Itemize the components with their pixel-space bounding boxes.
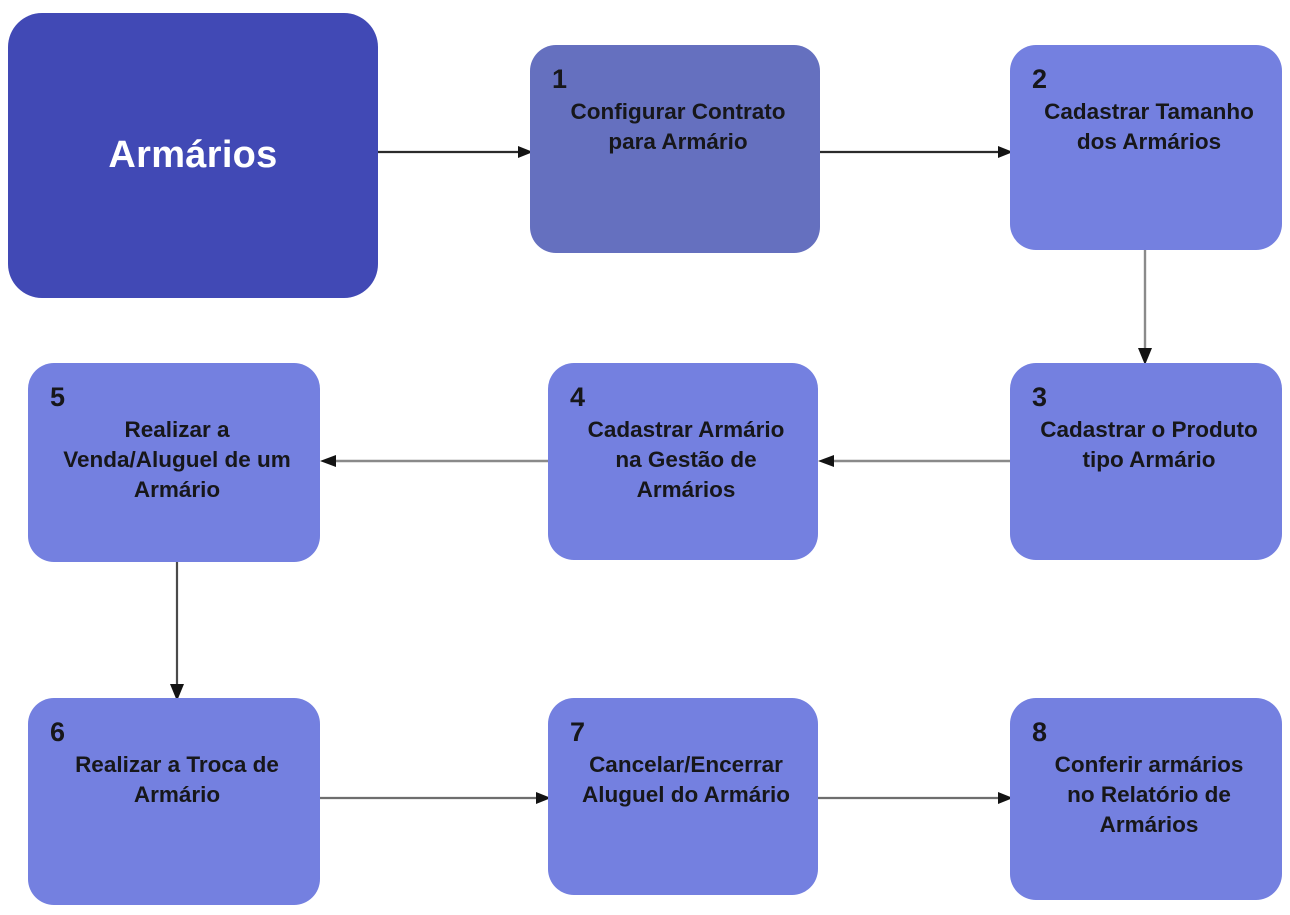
connector-1-to-2 — [818, 138, 1014, 166]
node-armarios-root[interactable]: Armários — [8, 13, 378, 298]
node-step-8[interactable]: 8 Conferir armários no Relatório de Armá… — [1010, 698, 1282, 900]
step-number-2: 2 — [1032, 64, 1048, 94]
step-label-7: Cancelar/Encerrar Aluguel do Armário — [582, 752, 790, 808]
node-step-4[interactable]: 4 Cadastrar Armário na Gestão de Armário… — [548, 363, 818, 560]
step-number-7: 7 — [570, 717, 586, 747]
step-number-6: 6 — [50, 717, 66, 747]
step-label-3: Cadastrar o Produto tipo Armário — [1040, 417, 1258, 473]
step-label-8: Conferir armários no Relatório de Armári… — [1054, 752, 1244, 838]
node-step-1[interactable]: 1 Configurar Contrato para Armário — [530, 45, 820, 253]
connector-6-to-7 — [318, 784, 552, 812]
root-node-label: Armários — [108, 133, 278, 176]
step-label-1: Configurar Contrato para Armário — [570, 99, 786, 155]
step-label-4: Cadastrar Armário na Gestão de Armários — [587, 417, 785, 503]
node-step-6[interactable]: 6 Realizar a Troca de Armário — [28, 698, 320, 905]
step-label-2: Cadastrar Tamanho dos Armários — [1044, 99, 1254, 155]
step-label-6: Realizar a Troca de Armário — [75, 752, 279, 808]
connector-7-to-8 — [816, 784, 1014, 812]
node-step-5[interactable]: 5 Realizar a Venda/Aluguel de um Armário — [28, 363, 320, 562]
connector-4-to-5 — [318, 447, 550, 475]
connector-2-to-3 — [1131, 250, 1159, 366]
connector-5-to-6 — [163, 562, 191, 702]
step-number-5: 5 — [50, 382, 66, 412]
step-number-1: 1 — [552, 64, 568, 94]
step-number-8: 8 — [1032, 717, 1048, 747]
node-step-3[interactable]: 3 Cadastrar o Produto tipo Armário — [1010, 363, 1282, 560]
connector-3-to-4 — [816, 447, 1014, 475]
step-number-3: 3 — [1032, 382, 1048, 412]
step-label-5: Realizar a Venda/Aluguel de um Armário — [63, 417, 291, 503]
connector-root-to-1 — [378, 138, 534, 166]
step-number-4: 4 — [570, 382, 586, 412]
node-step-7[interactable]: 7 Cancelar/Encerrar Aluguel do Armário — [548, 698, 818, 895]
node-step-2[interactable]: 2 Cadastrar Tamanho dos Armários — [1010, 45, 1282, 250]
